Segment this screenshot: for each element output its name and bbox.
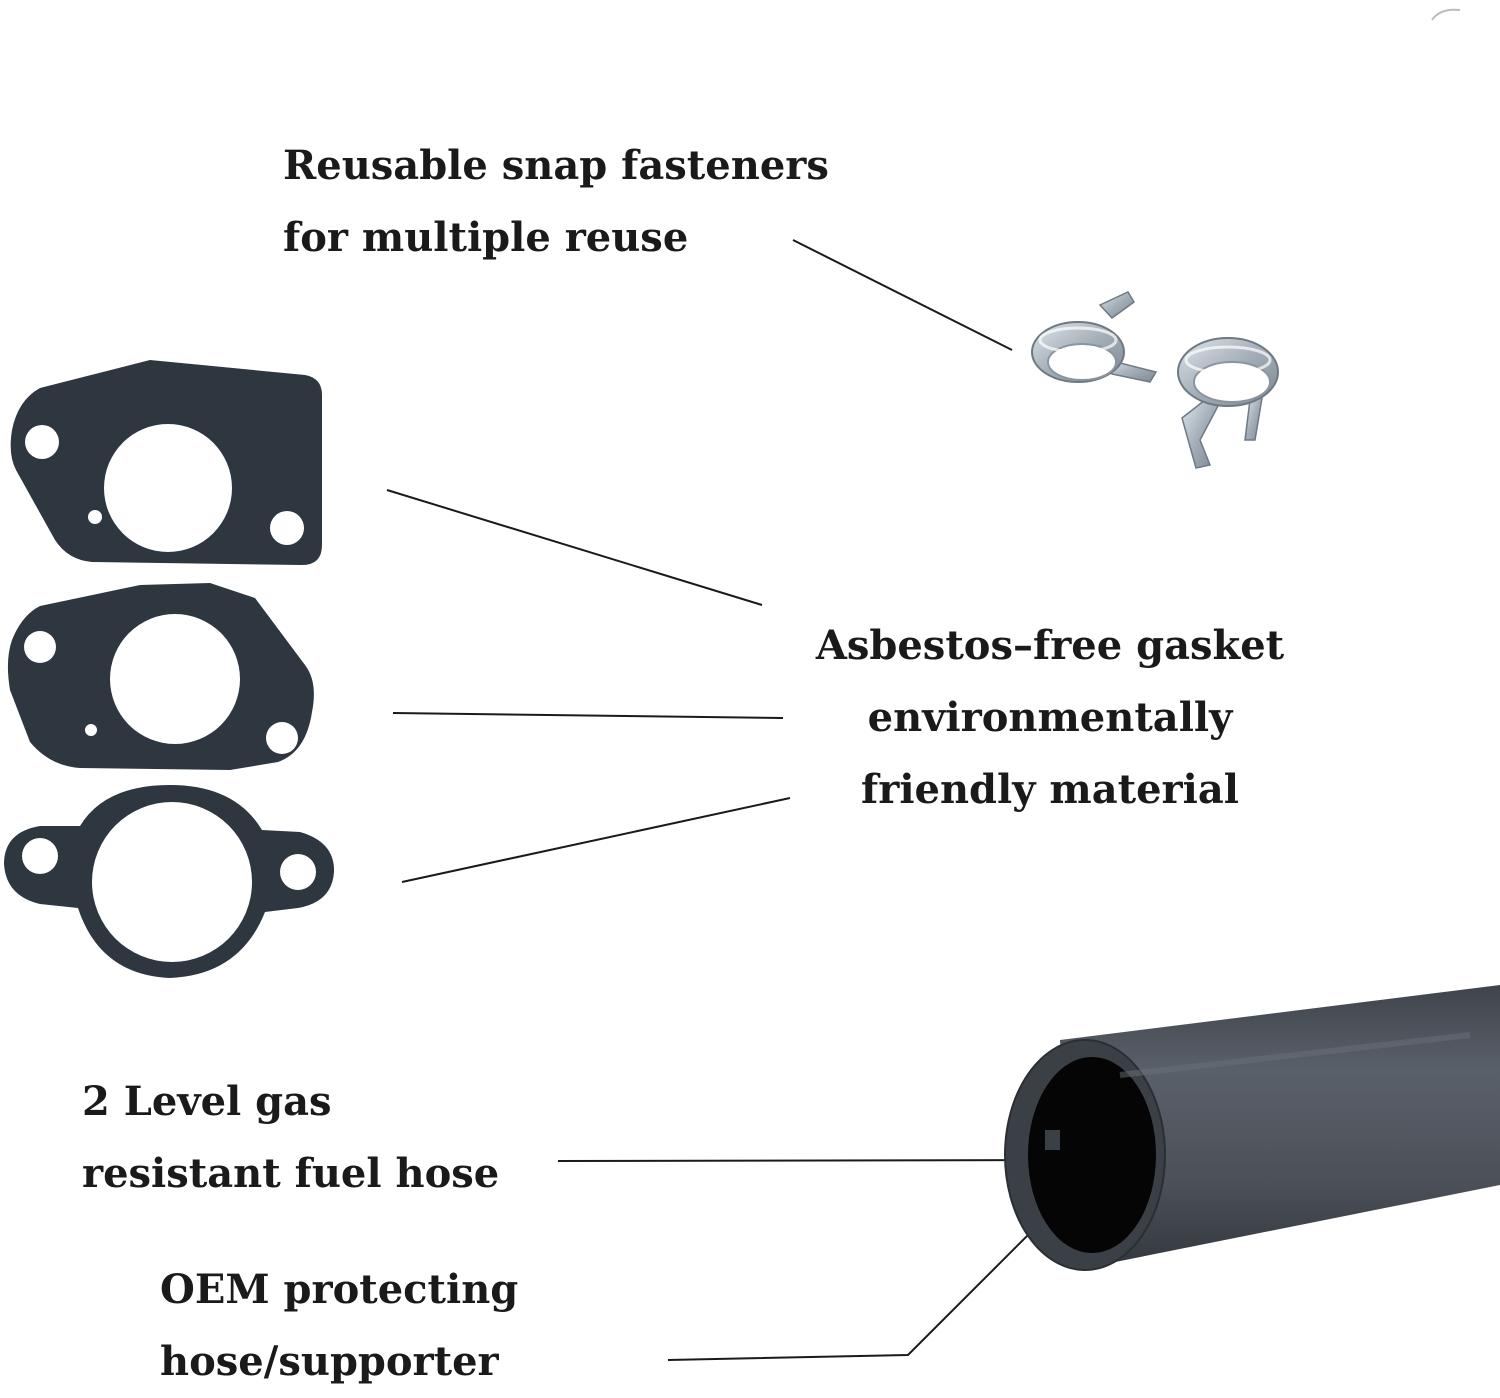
label-gasket: Asbestos–free gasket environmentally fri… <box>790 610 1310 826</box>
corner-mark <box>1431 8 1461 21</box>
gasket-middle <box>7 583 314 770</box>
label-gasket-line-3: friendly material <box>861 766 1239 813</box>
snap-clip-left <box>1031 291 1158 383</box>
snap-clip-right <box>1177 337 1279 469</box>
gasket-top <box>10 360 323 565</box>
label-fuel-hose: 2 Level gas resistant fuel hose <box>82 1066 499 1210</box>
leader-line-gasket-bottom <box>401 797 791 883</box>
label-gasket-line-1: Asbestos–free gasket <box>815 622 1285 669</box>
label-hose-supporter-line-1: OEM protecting <box>160 1266 519 1313</box>
leader-line-hose <box>557 1159 1061 1162</box>
label-hose-supporter-line-2: hose/supporter <box>160 1338 499 1385</box>
leader-line-gasket-top <box>386 489 763 606</box>
label-hose-supporter: OEM protecting hose/supporter <box>160 1254 518 1398</box>
label-fuel-hose-line-1: 2 Level gas <box>82 1078 332 1125</box>
label-fuel-hose-line-2: resistant fuel hose <box>82 1150 500 1197</box>
leader-line-clips <box>792 239 1013 351</box>
fuel-hose <box>1004 985 1500 1271</box>
label-snap-fasteners-line-1: Reusable snap fasteners <box>283 142 829 189</box>
label-snap-fasteners-line-2: for multiple reuse <box>283 214 689 261</box>
leader-line-gasket-middle <box>392 712 784 719</box>
gasket-bottom <box>4 785 335 978</box>
label-snap-fasteners: Reusable snap fasteners for multiple reu… <box>283 130 829 274</box>
leader-line-sleeve <box>667 1217 1046 1361</box>
label-gasket-line-2: environmentally <box>867 694 1233 741</box>
leader-lines <box>386 239 1061 1361</box>
